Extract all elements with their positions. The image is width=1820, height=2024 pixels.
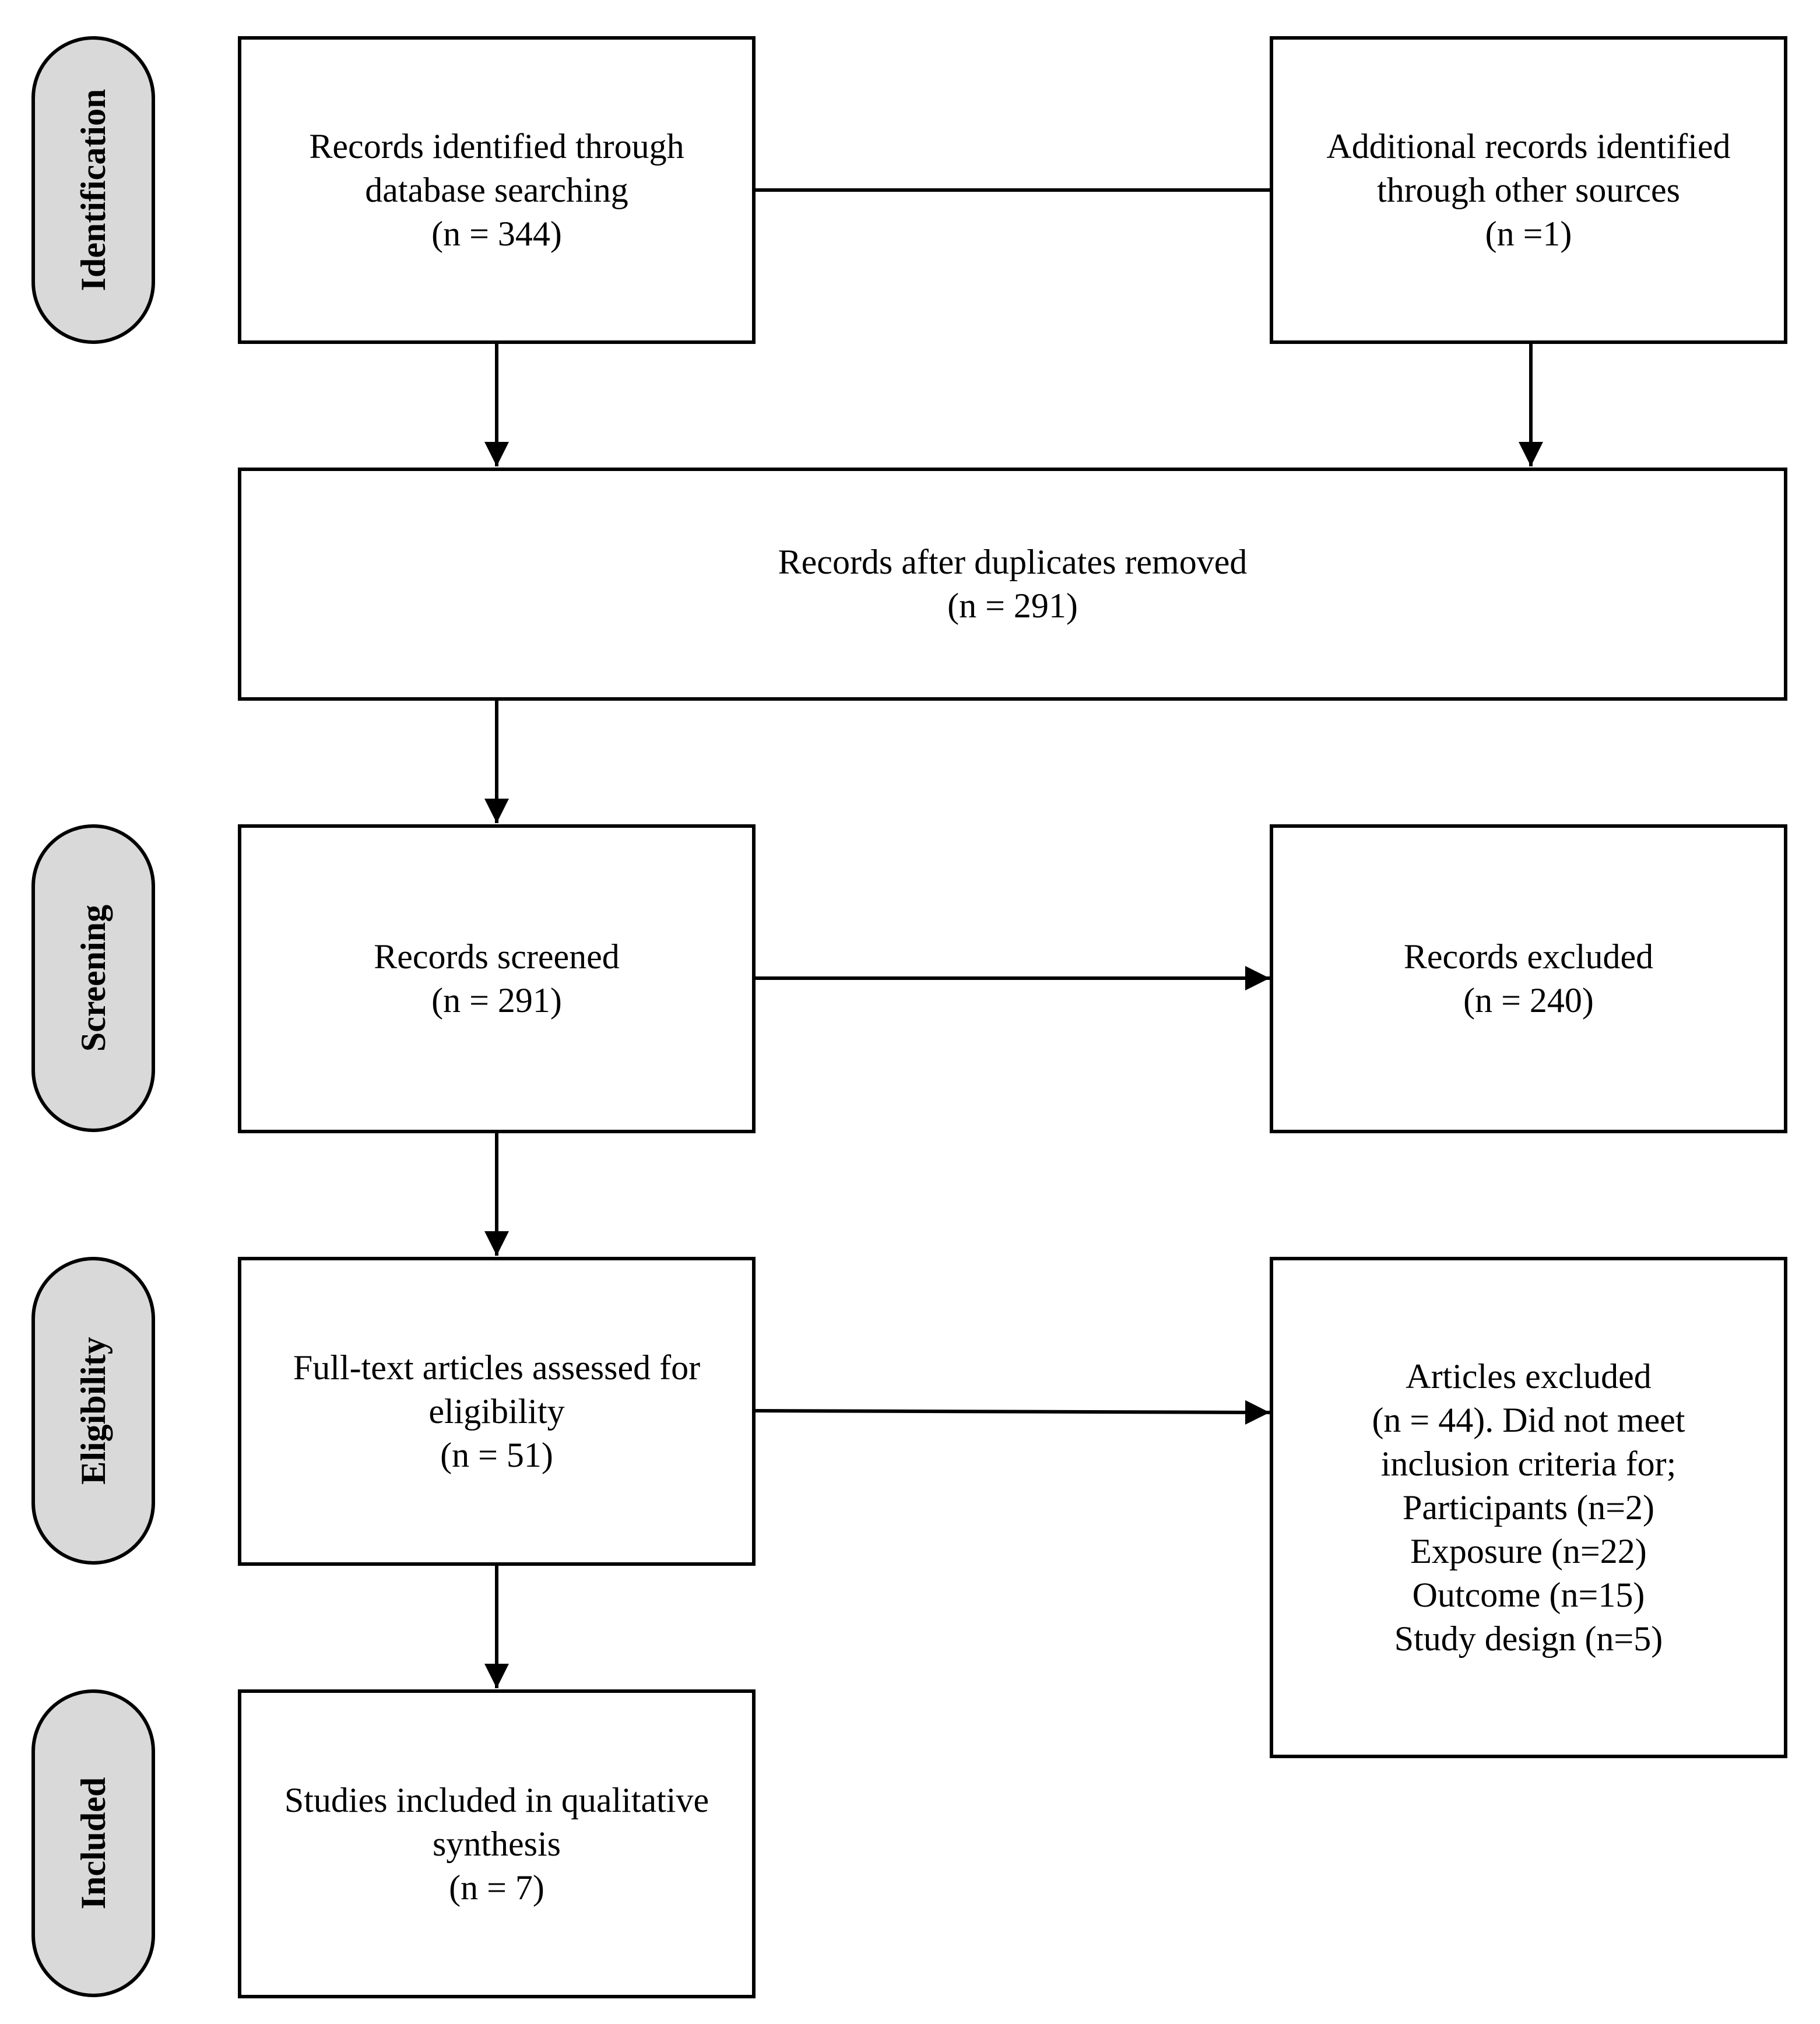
box-text-line: (n = 291) xyxy=(947,586,1078,625)
box-text-line: Studies included in qualitative xyxy=(284,1780,709,1819)
box-text-line: Records screened xyxy=(374,937,620,976)
records-excluded-box: Records excluded (n = 240) xyxy=(1270,824,1787,1133)
stage-screening-label: Screening xyxy=(74,904,113,1052)
box-text-line: (n = 240) xyxy=(1463,981,1594,1020)
box-text-line: Records identified through xyxy=(309,126,684,166)
stage-screening: Screening xyxy=(31,824,155,1132)
box-text-line: (n = 51) xyxy=(440,1435,553,1474)
arrow-fulltext-to-articles-excluded xyxy=(755,1400,1270,1425)
box-text-line: (n = 291) xyxy=(431,981,562,1020)
stage-eligibility: Eligibility xyxy=(31,1257,155,1565)
box-text-line: Articles excluded xyxy=(1406,1357,1652,1396)
box-text-line: Outcome (n=15) xyxy=(1412,1575,1645,1614)
box-text-line: Full-text articles assessed for xyxy=(293,1348,701,1387)
box-text-line: eligibility xyxy=(428,1392,565,1431)
box-text-line: Records excluded xyxy=(1403,937,1654,976)
box-text-line: Study design (n=5) xyxy=(1394,1619,1663,1658)
articles-excluded-box: Articles excluded (n = 44). Did not meet… xyxy=(1270,1257,1787,1758)
database-search-box: Records identified through database sear… xyxy=(238,36,756,344)
stage-identification-label: Identification xyxy=(74,89,113,291)
after-duplicates-box: Records after duplicates removed (n = 29… xyxy=(238,468,1787,701)
box-text-line: Additional records identified xyxy=(1326,126,1731,166)
included-studies-box: Studies included in qualitative synthesi… xyxy=(238,1689,756,1998)
stage-included-label: Included xyxy=(74,1777,113,1910)
stage-included: Included xyxy=(31,1689,155,1997)
box-text-line: (n = 344) xyxy=(431,214,562,253)
stage-identification: Identification xyxy=(31,36,155,344)
stage-eligibility-label: Eligibility xyxy=(74,1337,113,1485)
box-text-line: Exposure (n=22) xyxy=(1410,1531,1647,1570)
full-text-box: Full-text articles assessed for eligibil… xyxy=(238,1257,756,1566)
box-text-line: through other sources xyxy=(1377,170,1680,209)
box-text-line: inclusion criteria for; xyxy=(1380,1444,1677,1483)
box-text-line: database searching xyxy=(365,170,628,209)
records-screened-box: Records screened (n = 291) xyxy=(238,824,756,1133)
box-text-line: Records after duplicates removed xyxy=(778,543,1248,581)
box-text-line: (n =1) xyxy=(1485,214,1572,253)
box-text-line: (n = 7) xyxy=(449,1868,544,1907)
box-text-line: (n = 44). Did not meet xyxy=(1372,1400,1685,1439)
box-text-line: Participants (n=2) xyxy=(1402,1488,1655,1527)
other-sources-box: Additional records identified through ot… xyxy=(1270,36,1787,344)
box-text-line: synthesis xyxy=(432,1824,561,1863)
